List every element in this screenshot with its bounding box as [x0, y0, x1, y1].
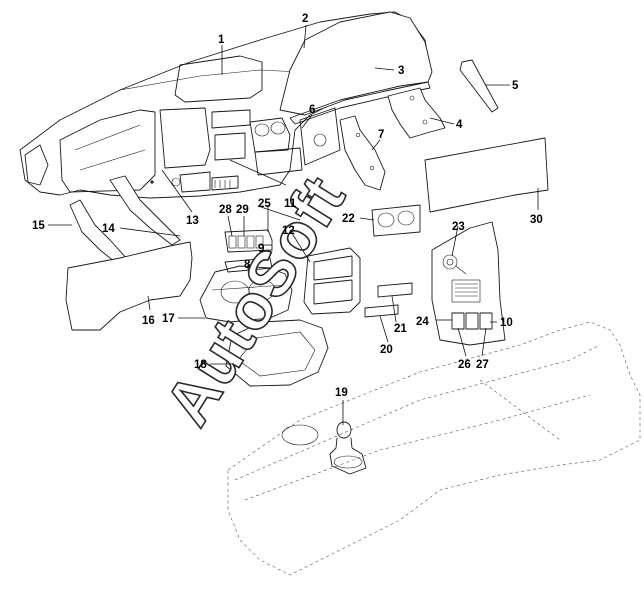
callout-3: 3	[398, 65, 404, 77]
callout-12: 12	[282, 225, 295, 237]
callout-2: 2	[302, 13, 308, 25]
callout-22: 22	[342, 213, 355, 225]
callout-1: 1	[218, 34, 225, 46]
lower-switch-panel	[431, 221, 506, 346]
callout-10: 10	[500, 317, 513, 329]
callout-19: 19	[335, 387, 348, 399]
gear-shifter	[329, 421, 367, 475]
callout-21: 21	[394, 323, 407, 335]
callout-labels: 1 2 3 4 5 6 7 8 9 10 11 12 13 14 15 16 1…	[32, 13, 543, 399]
callout-20: 20	[380, 344, 393, 356]
right-side-bracket	[387, 87, 446, 139]
left-brackets	[69, 175, 181, 267]
center-console-bracket	[339, 115, 386, 191]
center-vent-cluster	[303, 247, 361, 315]
callout-16: 16	[142, 315, 155, 327]
callout-15: 15	[32, 220, 45, 232]
instrument-cluster-bezel	[199, 257, 293, 323]
callout-23: 23	[452, 221, 465, 233]
callout-30: 30	[530, 214, 543, 226]
callout-9: 9	[258, 243, 264, 255]
callout-29: 29	[236, 204, 249, 216]
defroster-strip	[289, 81, 431, 125]
knee-panel	[65, 241, 193, 331]
callout-13: 13	[186, 215, 199, 227]
callout-27: 27	[476, 359, 489, 371]
callout-6: 6	[309, 104, 315, 116]
callout-8: 8	[244, 259, 251, 271]
callout-24: 24	[416, 316, 429, 328]
callout-5: 5	[512, 80, 519, 92]
callout-14: 14	[102, 223, 115, 235]
callout-7: 7	[378, 129, 384, 141]
cluster-lower-cover	[225, 319, 329, 387]
radio-units	[364, 204, 421, 318]
callout-11: 11	[284, 198, 297, 210]
callout-25: 25	[258, 198, 271, 210]
callout-28: 28	[219, 204, 232, 216]
leader-lines	[48, 24, 539, 425]
floor-tunnel-panel	[227, 321, 641, 576]
callout-17: 17	[162, 313, 175, 325]
callout-26: 26	[458, 359, 471, 371]
side-trim-triangle	[459, 59, 499, 113]
right-side-panel	[424, 137, 549, 213]
callout-18: 18	[194, 359, 207, 371]
callout-4: 4	[456, 119, 463, 131]
